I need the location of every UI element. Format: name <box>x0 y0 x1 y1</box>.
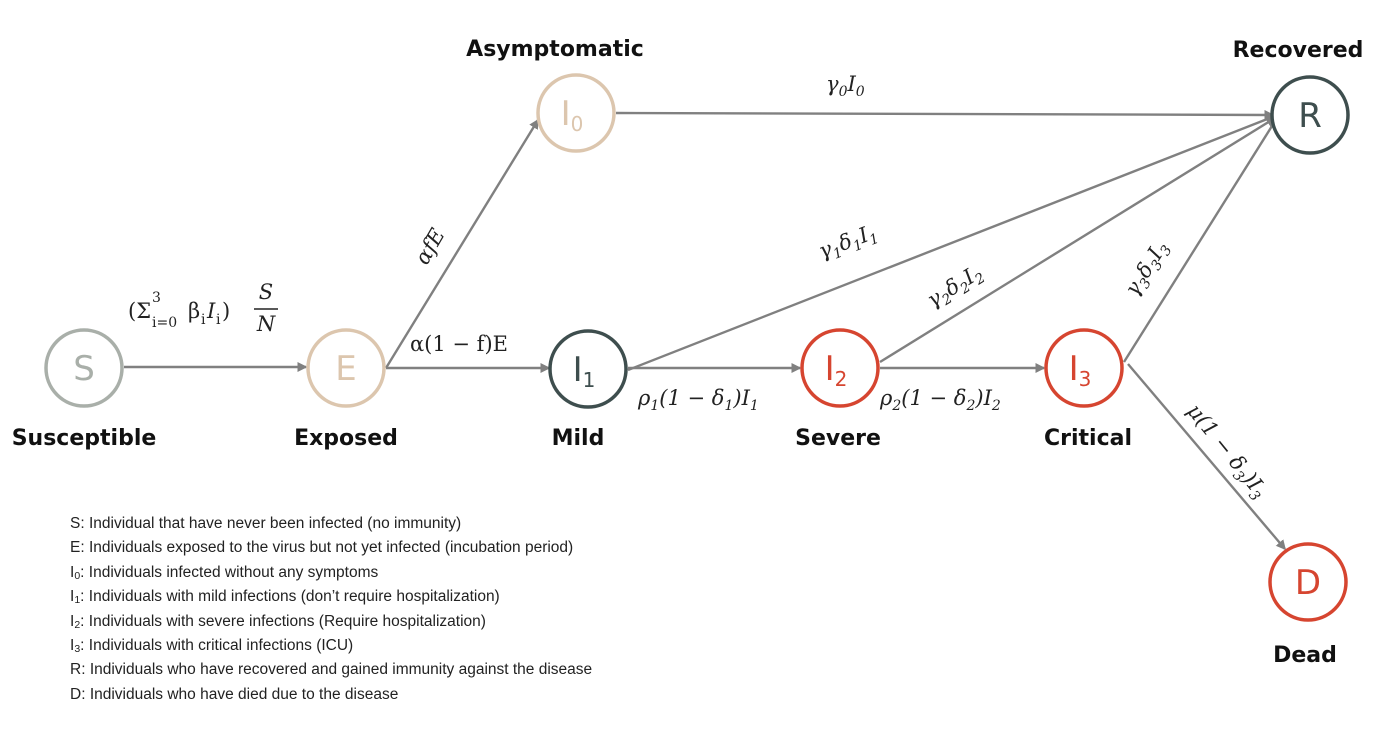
rate-i3-d: μ(1 − δ3)I3 <box>1179 399 1272 505</box>
transition-arrows <box>124 109 1286 551</box>
node-exposed: E Exposed <box>294 328 398 451</box>
rate-e-i1: α(1 − f)E <box>410 332 508 356</box>
svg-text:γ2δ2I2: γ2δ2I2 <box>922 260 988 316</box>
node-caption-dead: Dead <box>1273 643 1337 668</box>
node-letter-i0: I0 <box>561 94 584 136</box>
node-caption-recovered: Recovered <box>1233 38 1364 63</box>
node-dead: D Dead <box>1268 542 1348 668</box>
node-caption-exposed: Exposed <box>294 426 398 451</box>
node-caption-asymptomatic: Asymptomatic <box>466 37 644 62</box>
svg-text:i=0: i=0 <box>152 315 177 331</box>
legend-item: I2: Individuals with severe infections (… <box>70 612 486 631</box>
node-circle-r <box>1270 75 1350 155</box>
legend-item: R: Individuals who have recovered and ga… <box>70 661 593 679</box>
edge-i1-r <box>627 114 1277 372</box>
svg-text:μ(1 − δ3)I3: μ(1 − δ3)I3 <box>1179 399 1272 505</box>
edge-e-i0 <box>384 118 540 369</box>
node-circle-d <box>1268 542 1348 622</box>
svg-text:αfE: αfE <box>410 224 449 268</box>
legend-item: I0: Individuals infected without any sym… <box>70 563 379 582</box>
svg-text:i: i <box>201 312 206 328</box>
node-circle-i1 <box>548 329 628 409</box>
legend-item: I3: Individuals with critical infections… <box>70 636 354 655</box>
node-letter-i3: I3 <box>1069 349 1092 391</box>
node-circle-s <box>44 328 124 408</box>
node-circle-i2 <box>800 328 880 408</box>
svg-text:β: β <box>188 299 200 323</box>
svg-text:): ) <box>222 299 230 323</box>
svg-text:i: i <box>216 312 221 328</box>
legend-item: I1: Individuals with mild infections (do… <box>70 588 500 607</box>
legend-item: E: Individuals exposed to the virus but … <box>70 539 574 557</box>
edge-i2-r <box>879 116 1277 364</box>
node-caption-susceptible: Susceptible <box>12 426 157 451</box>
node-letter-r: R <box>1298 96 1322 136</box>
rate-e-i0: αfE <box>410 224 449 268</box>
node-caption-mild: Mild <box>552 426 605 451</box>
node-critical: I3 Critical <box>1044 328 1132 451</box>
legend-item: D: Individuals who have died due to the … <box>70 685 399 703</box>
node-asymptomatic: I0 Asymptomatic <box>466 37 644 153</box>
node-circle-e <box>306 328 386 408</box>
legend-item: S: Individual that have never been infec… <box>70 515 462 532</box>
node-letter-e: E <box>335 349 356 389</box>
svg-text:I: I <box>206 299 216 323</box>
edge-i0-r <box>615 109 1275 120</box>
node-recovered: R Recovered <box>1233 38 1364 155</box>
svg-text:S: S <box>259 280 273 304</box>
rate-s-e: (Σ 3 i=0 β i I i ) S N <box>128 280 278 336</box>
node-caption-critical: Critical <box>1044 426 1132 451</box>
rate-i0-r: γ0I0 <box>826 72 865 100</box>
edge-i3-r <box>1122 116 1279 363</box>
node-caption-severe: Severe <box>795 426 881 451</box>
node-circle-i3 <box>1044 328 1124 408</box>
rate-i1-r: γ1δ1I1 <box>815 219 881 267</box>
svg-text:(Σ: (Σ <box>128 299 151 323</box>
svg-text:3: 3 <box>152 290 161 306</box>
rate-i2-i3: ρ2(1 − δ2)I2 <box>879 386 1001 414</box>
edge-i3-d <box>1127 363 1286 551</box>
node-susceptible: S Susceptible <box>12 328 157 451</box>
svg-text:N: N <box>256 312 276 336</box>
rate-i1-i2: ρ1(1 − δ1)I1 <box>637 386 759 414</box>
node-circle-i0 <box>536 73 616 153</box>
node-mild: I1 Mild <box>548 329 628 451</box>
legend: S: Individual that have never been infec… <box>70 512 592 707</box>
node-letter-i1: I1 <box>573 350 596 392</box>
rate-i2-r: γ2δ2I2 <box>922 260 988 316</box>
node-letter-s: S <box>73 349 95 389</box>
node-letter-i2: I2 <box>825 349 848 391</box>
node-severe: I2 Severe <box>795 328 881 451</box>
svg-text:γ1δ1I1: γ1δ1I1 <box>815 219 881 267</box>
node-letter-d: D <box>1295 563 1321 603</box>
